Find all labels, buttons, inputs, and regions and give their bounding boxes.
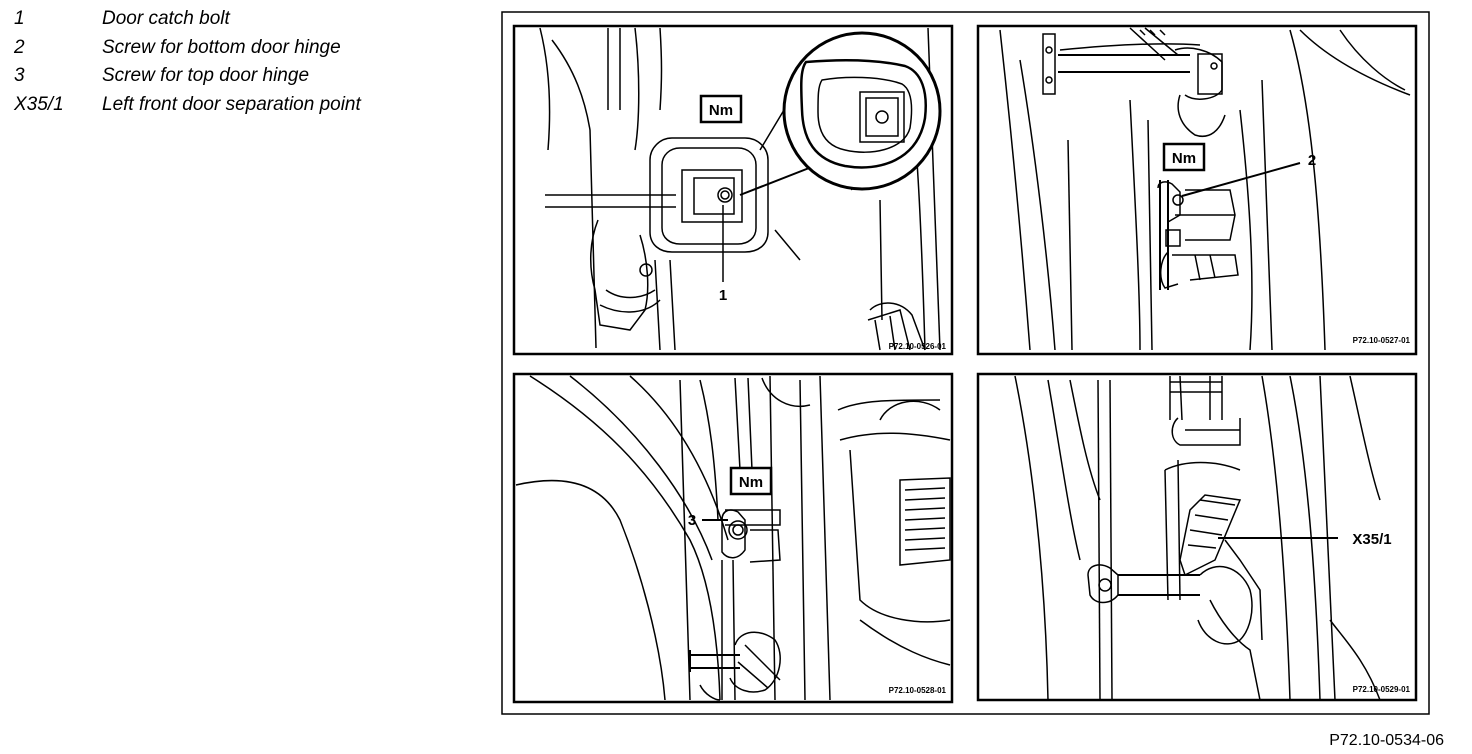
- panel-door-catch-bolt: Nm 1 P72.10-0526-01: [512, 24, 954, 356]
- panel-door-separation-point: X35/1 P72.10-0529-01: [976, 372, 1418, 702]
- torque-symbol: Nm: [1172, 150, 1196, 167]
- panel-top-door-hinge: Nm 3 P72.10-0528-01: [512, 372, 954, 704]
- panel-bottom-door-hinge: Nm 2 P72.10-0527-01: [976, 24, 1418, 356]
- panel-code: P72.10-0529-01: [1353, 685, 1411, 694]
- callout-x35-1: X35/1: [1352, 531, 1391, 548]
- panel-code: P72.10-0528-01: [889, 686, 947, 695]
- panel-code: P72.10-0527-01: [1353, 336, 1411, 345]
- torque-symbol: Nm: [709, 102, 733, 119]
- panel-code: P72.10-0526-01: [889, 342, 947, 351]
- callout-1: 1: [719, 287, 727, 304]
- torque-symbol: Nm: [739, 474, 763, 491]
- figure-reference: P72.10-0534-06: [1329, 732, 1444, 749]
- figure-frame: [501, 11, 1430, 715]
- callout-2: 2: [1308, 152, 1316, 169]
- callout-3: 3: [688, 512, 696, 529]
